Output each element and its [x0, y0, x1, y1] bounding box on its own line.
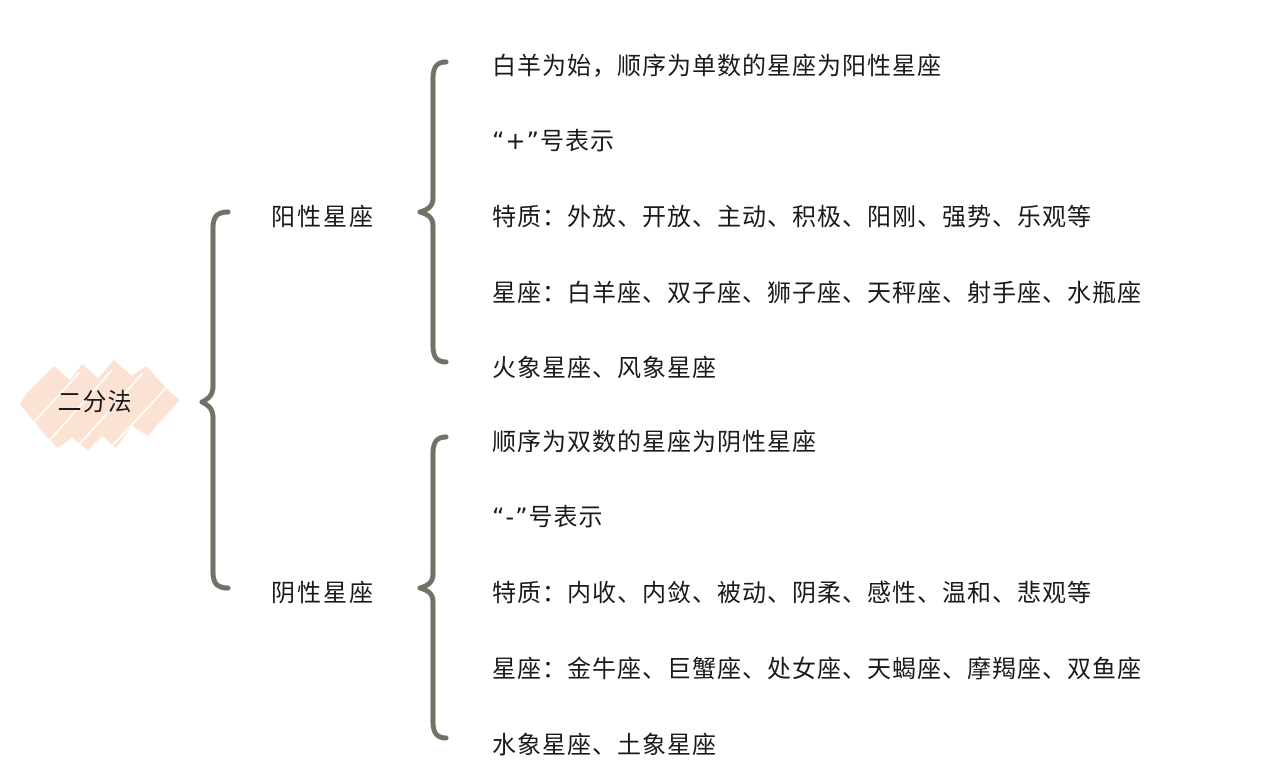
branch-yin-label[interactable]: 阴性星座 [271, 579, 375, 607]
yin-leaf-traits[interactable]: 特质：内收、内敛、被动、阴柔、感性、温和、悲观等 [492, 579, 1092, 607]
branch-yang-label[interactable]: 阳性星座 [271, 203, 375, 231]
yang-brace-icon [417, 59, 449, 365]
yin-leaf-definition[interactable]: 顺序为双数的星座为阴性星座 [492, 428, 817, 456]
root-node[interactable]: 二分法 [20, 352, 185, 452]
yang-leaf-elements[interactable]: 火象星座、风象星座 [492, 354, 717, 382]
yin-brace-icon [417, 434, 449, 741]
yin-leaf-elements[interactable]: 水象星座、土象星座 [492, 731, 717, 759]
yang-leaf-traits[interactable]: 特质：外放、开放、主动、积极、阳刚、强势、乐观等 [492, 203, 1092, 231]
yin-leaf-symbol[interactable]: “-”号表示 [492, 503, 604, 531]
yang-leaf-definition[interactable]: 白羊为始，顺序为单数的星座为阳性星座 [492, 52, 942, 80]
yang-leaf-symbol[interactable]: “+”号表示 [492, 127, 615, 155]
yin-leaf-signs[interactable]: 星座：金牛座、巨蟹座、处女座、天蝎座、摩羯座、双鱼座 [492, 655, 1142, 683]
yang-leaf-signs[interactable]: 星座：白羊座、双子座、狮子座、天秤座、射手座、水瓶座 [492, 279, 1142, 307]
root-label: 二分法 [57, 388, 133, 416]
root-brace-icon [199, 209, 231, 591]
brush-highlight-icon [20, 360, 180, 450]
